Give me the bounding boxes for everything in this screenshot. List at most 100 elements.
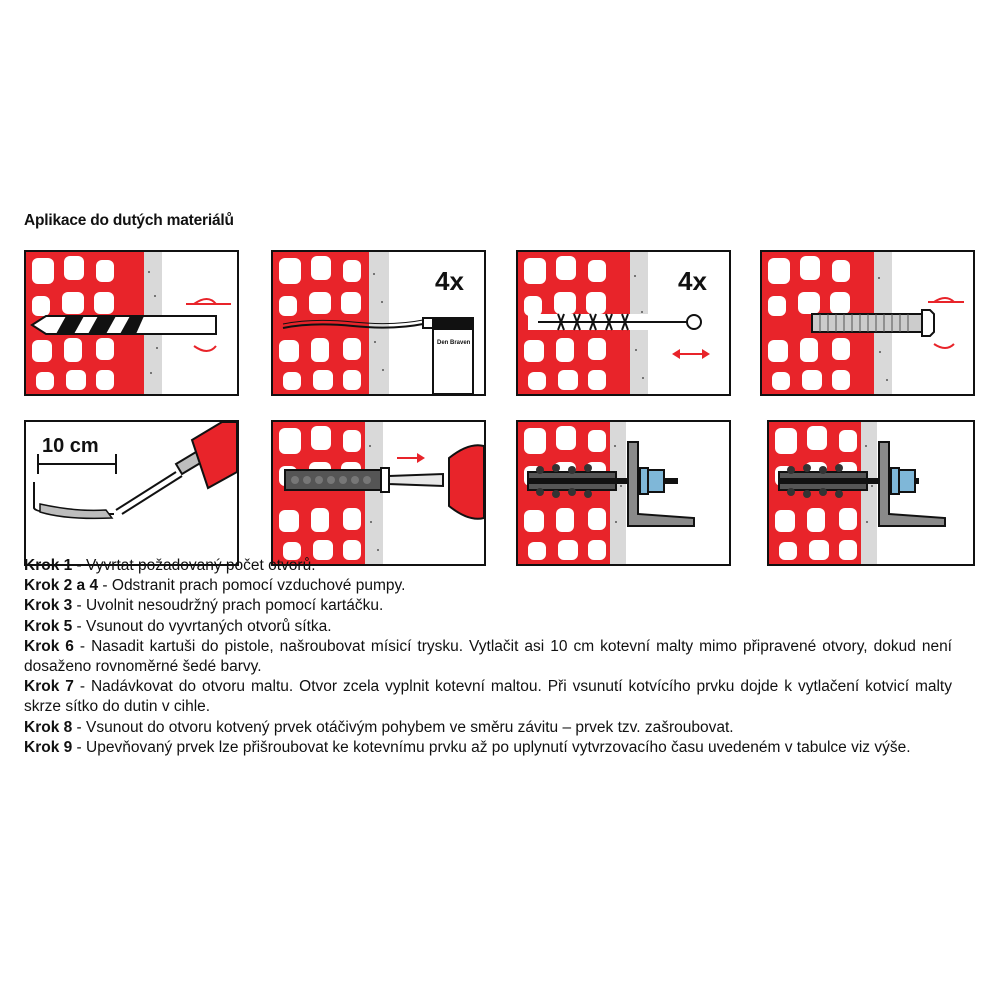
brick-cavity [283, 372, 301, 390]
brick-cavity [341, 292, 361, 314]
anchor-illustration [518, 422, 695, 564]
brick-cavity [279, 340, 299, 362]
brick-cavity [588, 540, 606, 560]
brick-cavity [768, 340, 788, 362]
brick-cavity [311, 508, 329, 532]
brick-cavity [36, 372, 54, 390]
step-6: Krok 6 - Nasadit kartuši do pistole, naš… [24, 637, 952, 676]
brick-cavity [556, 508, 574, 532]
step-panel-sleeve [760, 250, 975, 396]
brick-cavity [279, 428, 301, 454]
brick-cavity [807, 508, 825, 532]
brick-cavity [798, 292, 820, 314]
brick-cavity [556, 338, 574, 362]
step-panel-anchor [516, 420, 731, 566]
step-2-4: Krok 2 a 4 - Odstranit prach pomocí vzdu… [24, 577, 406, 595]
brick-cavity [343, 540, 361, 560]
brick-cavity [524, 428, 546, 454]
brick-cavity [800, 256, 820, 280]
brick-cavity [832, 338, 850, 360]
step-panel-brush: 4x [516, 250, 731, 396]
step-panel-inject [271, 420, 486, 566]
rotation-arrow [933, 297, 955, 349]
step-instructions: Krok 1 - Vyvrtat požadovaný počet otvorů… [24, 556, 952, 758]
brick-cavity [343, 430, 361, 452]
brick-cavity [839, 508, 857, 530]
brick-cavity [309, 292, 331, 314]
brick-cavity [807, 426, 827, 450]
brick-cavity [279, 510, 299, 532]
step-1: Krok 1 - Vyvrtat požadovaný počet otvorů… [24, 557, 316, 574]
pump-hose [282, 323, 424, 329]
step-panel-drill [24, 250, 239, 396]
nut [647, 469, 665, 493]
mortar-bead [39, 503, 114, 520]
cartridge [190, 422, 237, 490]
brick-cavity [32, 258, 54, 284]
brick-cavity [311, 426, 331, 450]
washer [639, 467, 649, 495]
brick-cavity [279, 296, 297, 316]
brush-illustration: 4x [518, 252, 710, 394]
brick-cavity [32, 296, 50, 316]
brick-cavity [343, 508, 361, 530]
brick-cavity [588, 338, 606, 360]
fixture-illustration [769, 422, 946, 564]
step-3: Krok 3 - Uvolnit nesoudržný prach pomocí… [24, 597, 384, 615]
brick-cavity [343, 260, 361, 282]
brick-cavity [768, 258, 790, 284]
brick-cavity [775, 510, 795, 532]
brick-cavity [62, 292, 84, 314]
brick-cavity [839, 430, 857, 452]
step-9: Krok 9 - Upevňovaný prvek lze přišroubov… [24, 738, 911, 756]
brick-cavity [96, 260, 114, 282]
length-label: 10 cm [42, 435, 99, 457]
brick-cavity [588, 508, 606, 530]
drill-illustration [26, 252, 231, 394]
brick-cavity [311, 338, 329, 362]
step-panel-blow: Den Braven 4x [271, 250, 486, 396]
brick-cavity [556, 256, 576, 280]
brick-cavity [556, 426, 576, 450]
brick-cavity [343, 370, 361, 390]
brick-cavity [809, 540, 829, 560]
angle-bracket [627, 441, 695, 527]
nozzle [388, 472, 444, 488]
brick-cavity [554, 292, 576, 314]
brick-cavity [839, 540, 857, 560]
brick-cavity [802, 370, 822, 390]
brick-cavity [66, 370, 86, 390]
page-title: Aplikace do dutých materiálů [24, 212, 234, 229]
step-panel-extrude: 10 cm [24, 420, 239, 566]
brick-cavity [558, 540, 578, 560]
cartridge [448, 444, 484, 520]
brick-cavity [588, 260, 606, 282]
brick-cavity [283, 542, 301, 560]
extrude-illustration: 10 cm [33, 422, 237, 520]
brick-cavity [588, 430, 606, 452]
brick-cavity [586, 292, 606, 314]
step-7: Krok 7 - Nadávkovat do otvoru maltu. Otv… [24, 678, 952, 716]
step-panel-fixture [767, 420, 975, 566]
brick-cavity [779, 542, 797, 560]
brick-cavity [524, 296, 542, 316]
brick-cavity [313, 370, 333, 390]
brick-cavity [94, 292, 114, 314]
inject-illustration [273, 422, 484, 564]
brick-cavity [832, 370, 850, 390]
repeat-count: 4x [435, 266, 464, 296]
brick-cavity [96, 338, 114, 360]
brick-cavity [524, 258, 546, 284]
pump-illustration: Den Braven 4x [273, 252, 474, 394]
brick-cavity [830, 292, 850, 314]
brick-cavity [524, 340, 544, 362]
brick-cavity [528, 542, 546, 560]
brick-cavity [528, 372, 546, 390]
sleeve-illustration [762, 252, 964, 394]
brick-cavity [313, 540, 333, 560]
pump-brand-label: Den Braven [437, 340, 471, 346]
brick-cavity [64, 256, 84, 280]
brick-cavity [311, 256, 331, 280]
brick-cavity [32, 340, 52, 362]
rotation-arrow [193, 298, 217, 352]
